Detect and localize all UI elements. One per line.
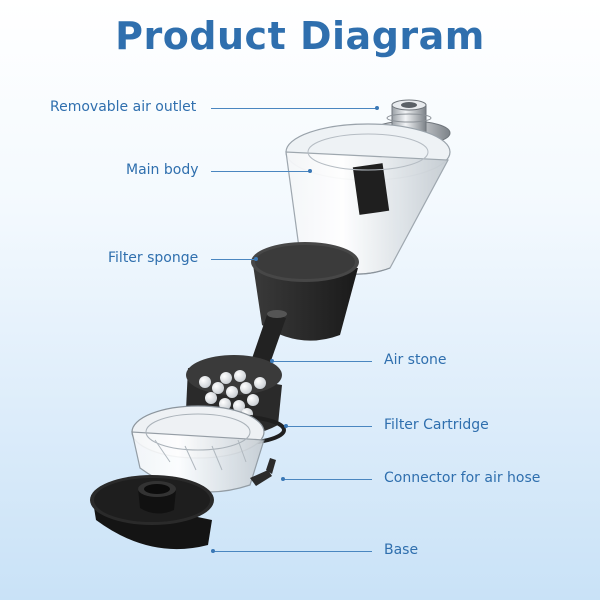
leader-line-base — [213, 551, 372, 552]
leader-line-filter-sponge — [211, 259, 256, 260]
label-air-stone: Air stone — [384, 352, 447, 368]
leader-line-filter-cartridge — [286, 426, 372, 427]
leader-dot-connector — [281, 477, 285, 481]
leader-dot-main-body — [308, 169, 312, 173]
leader-dot-air-outlet — [375, 106, 379, 110]
label-connector: Connector for air hose — [384, 470, 541, 486]
label-air-outlet: Removable air outlet — [50, 99, 197, 115]
label-main-body: Main body — [126, 162, 199, 178]
label-filter-cartridge: Filter Cartridge — [384, 417, 489, 433]
label-base: Base — [384, 542, 419, 558]
leader-line-main-body — [211, 171, 310, 172]
leader-dot-filter-sponge — [254, 257, 258, 261]
base-part — [90, 475, 214, 550]
leader-line-air-stone — [272, 361, 372, 362]
label-filter-sponge: Filter sponge — [108, 250, 199, 266]
page-title: Product Diagram — [115, 14, 485, 58]
leader-dot-base — [211, 549, 215, 553]
leader-dot-filter-cartridge — [284, 424, 288, 428]
leader-line-air-outlet — [211, 108, 377, 109]
main-body-part — [285, 123, 451, 275]
leader-dot-air-stone — [270, 359, 274, 363]
leader-line-connector — [283, 479, 372, 480]
